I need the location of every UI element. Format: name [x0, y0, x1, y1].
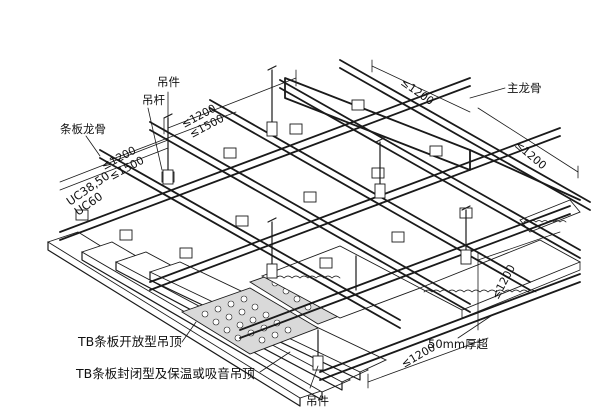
strip-keel-label: 条板龙骨	[60, 122, 106, 136]
insulation-label: 50mm厚超	[428, 337, 489, 351]
dim-label-8: ≤1200	[399, 341, 438, 371]
open-ceiling-label: TB条板开放型吊顶	[77, 334, 182, 349]
leader-lines	[85, 87, 506, 389]
hanger-top-label: 吊件	[157, 75, 180, 89]
dimension-lines	[59, 59, 579, 389]
closed-ceiling-label: TB条板封闭型及保温或吸音吊顶	[75, 366, 255, 381]
hanger-rod-label: 吊杆	[142, 93, 165, 107]
strip-keels	[99, 59, 591, 329]
main-keel-label: 主龙骨	[507, 81, 542, 95]
dim-label-6: ≤1200	[512, 138, 549, 172]
hanger-rods	[162, 65, 472, 371]
hanger-bottom-label: 吊件	[306, 394, 329, 408]
keel-clips	[75, 99, 473, 269]
